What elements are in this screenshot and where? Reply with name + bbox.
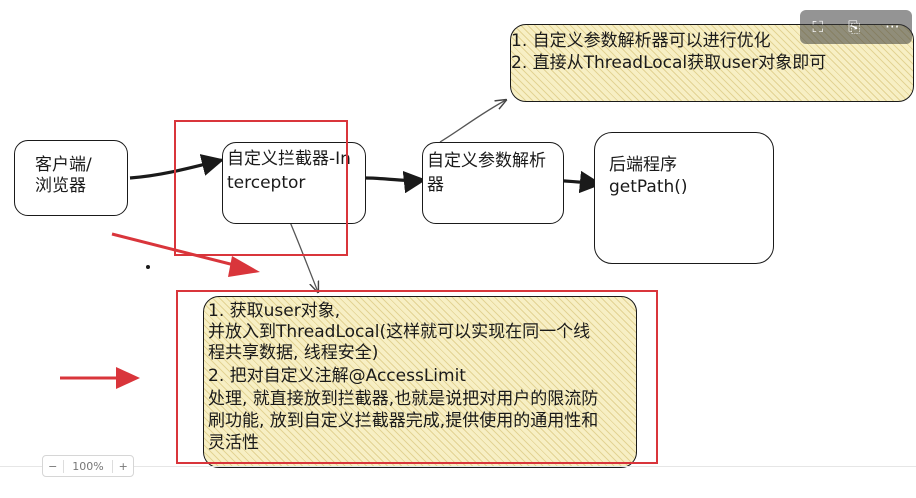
expand-icon[interactable]: ⛶: [812, 18, 824, 36]
bottom-note-line-3: 程共享数据, 线程安全): [208, 343, 379, 363]
bottom-note-line-1: 1. 获取user对象,: [208, 301, 341, 321]
red-highlight-bottom-note: [176, 290, 658, 464]
bottom-note-line-7: 灵活性: [208, 433, 259, 453]
dot-mark: [146, 265, 150, 269]
red-arrow-lower-head: [116, 367, 140, 389]
red-highlight-interceptor: [174, 120, 348, 256]
interceptor-label-line-2: terceptor: [227, 173, 306, 193]
bottom-note-line-5: 处理, 就直接放到拦截器,也就是说把对用户的限流防: [208, 389, 599, 409]
arrow-interceptor-to-resolver: [365, 170, 427, 194]
client-node: 客户端/ 浏览器: [14, 140, 128, 216]
bottom-note: 1. 获取user对象, 并放入到ThreadLocal(这样就可以实现在同一个…: [203, 296, 637, 468]
zoom-level: 100%: [72, 459, 104, 473]
zoom-in-button[interactable]: +: [112, 459, 133, 473]
backend-node: 后端程序 getPath(): [594, 132, 774, 264]
resolver-label-line-1: 自定义参数解析: [427, 151, 546, 171]
zoom-out-button[interactable]: −: [43, 459, 64, 473]
backend-label-line-1: 后端程序: [609, 155, 677, 175]
more-icon[interactable]: ···: [885, 18, 900, 36]
bottom-note-line-4: 2. 把对自定义注解@AccessLimit: [208, 366, 466, 386]
backend-label-line-2: getPath(): [609, 177, 688, 197]
resolver-node: 自定义参数解析 器: [422, 142, 564, 224]
top-note-line-1: 1. 自定义参数解析器可以进行优化: [511, 31, 771, 51]
bottom-note-line-2: 并放入到ThreadLocal(这样就可以实现在同一个线: [208, 322, 591, 342]
red-arrow-upper-head: [228, 256, 260, 277]
bottom-note-line-6: 刷功能, 放到自定义拦截器完成,提供使用的通用性和: [208, 411, 599, 431]
image-viewer-toolbar: ⛶ ⎘ ···: [800, 10, 912, 44]
zoom-control: − 100% +: [42, 455, 134, 477]
client-label: 客户端/ 浏览器: [35, 155, 92, 196]
interceptor-label-line-1: 自定义拦截器-In: [227, 149, 351, 169]
resolver-label-line-2: 器: [427, 175, 444, 195]
bottom-divider: [0, 466, 916, 467]
arrow-resolver-to-top-note: [439, 100, 506, 143]
text-recognize-icon[interactable]: ⎘: [848, 18, 861, 36]
top-note-line-2: 2. 直接从ThreadLocal获取user对象即可: [511, 53, 827, 73]
interceptor-node: 自定义拦截器-In terceptor: [222, 142, 366, 224]
red-arrow-upper: [111, 232, 247, 270]
